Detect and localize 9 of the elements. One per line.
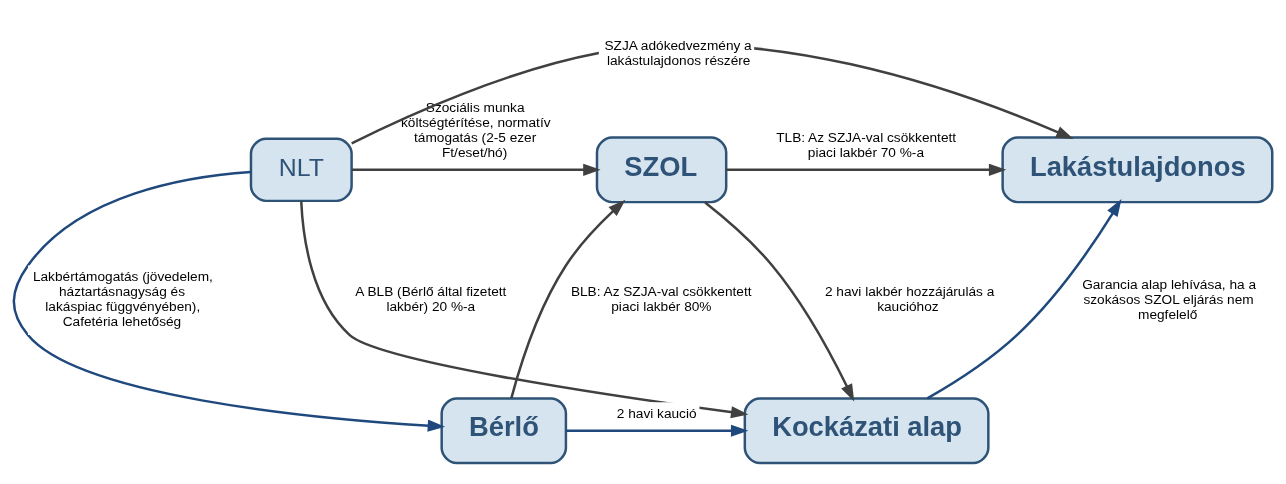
- edge-label: Szociális munka költségtérítése, normatív támogatás (2-5 ezer Ft/eset/hó): [400, 99, 551, 160]
- edge-label: 2 havi kaució: [616, 405, 697, 421]
- edge-label: Lakbértámogatás (jövedelem, háztartásnagyság és lakáspiac függvényében), Cafetéria lehetőség: [32, 268, 213, 329]
- edge-label: 2 havi lakbér hozzájárulás a kaucióhoz: [824, 283, 995, 314]
- edge-label: BLB: Az SZJA-val csökkentett piaci lakbér 80%: [570, 283, 752, 314]
- edge-label: A BLB (Bérlő által fizetett lakbér) 20 %-a: [355, 283, 507, 314]
- edge-label: Garancia alap lehívása, ha a szokásos SZOL eljárás nem megfelelő: [1082, 276, 1257, 322]
- edge-label: TLB: Az SZJA-val csökkentett piaci lakbér 70 %-a: [776, 129, 957, 160]
- edge-label: SZJA adókedvezmény a lakástulajdonos részére: [604, 37, 752, 68]
